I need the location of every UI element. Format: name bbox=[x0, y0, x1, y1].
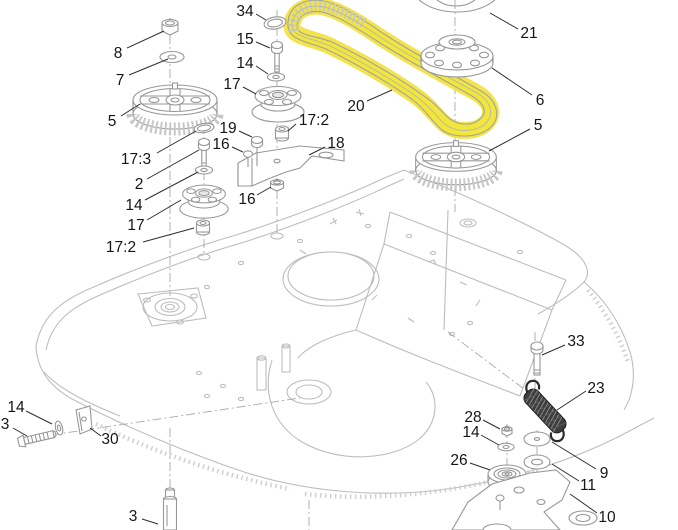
part-18-belt-guide-bracket bbox=[237, 145, 345, 187]
part-30-belt-guide-clip bbox=[75, 405, 93, 435]
callout-14: 14 bbox=[236, 55, 254, 72]
leader-line-5 bbox=[120, 103, 141, 117]
part-17-2-bushing-mid bbox=[274, 125, 290, 142]
callout-23: 23 bbox=[587, 380, 604, 397]
callout-17:2: 17:2 bbox=[299, 112, 329, 129]
callout-19: 19 bbox=[219, 120, 236, 137]
leader-line-17 bbox=[242, 86, 257, 95]
callout-26: 26 bbox=[450, 452, 467, 469]
part-14-washer-mid bbox=[266, 72, 286, 82]
leader-line-14 bbox=[25, 410, 53, 425]
part-28-nut bbox=[501, 425, 513, 437]
leader-line-33 bbox=[541, 344, 566, 356]
callout-5: 5 bbox=[108, 113, 117, 130]
mower-deck-line-art bbox=[35, 169, 655, 499]
callout-20: 20 bbox=[347, 98, 365, 115]
callout-34: 34 bbox=[236, 3, 254, 20]
callout-14: 14 bbox=[125, 197, 143, 214]
leader-line-16 bbox=[256, 186, 272, 196]
callout-6: 6 bbox=[536, 92, 545, 109]
leader-line-19 bbox=[238, 130, 253, 138]
part-15-bolt bbox=[270, 40, 284, 73]
callout-21: 21 bbox=[520, 25, 537, 42]
leader-line-2 bbox=[146, 149, 200, 180]
part-5-timing-pulley-left bbox=[133, 83, 217, 129]
part-9-washer bbox=[523, 431, 551, 447]
leader-line-20 bbox=[366, 89, 393, 102]
callout-5: 5 bbox=[534, 117, 543, 134]
callout-14: 14 bbox=[7, 399, 25, 416]
part-11-spacer-washer bbox=[523, 454, 551, 470]
part-19-bolt bbox=[250, 135, 264, 166]
leader-line-14 bbox=[480, 434, 500, 446]
leader-line-14 bbox=[255, 65, 269, 75]
callout-17:3: 17:3 bbox=[121, 151, 151, 168]
leader-line-8 bbox=[126, 30, 165, 49]
part-2-bolt bbox=[197, 137, 211, 170]
leader-line-26 bbox=[469, 462, 491, 471]
callout-14: 14 bbox=[462, 424, 480, 441]
callout-3: 3 bbox=[1, 416, 10, 433]
part-16-nut bbox=[269, 178, 285, 192]
callout-33: 33 bbox=[567, 333, 584, 350]
leader-line-17:3 bbox=[156, 130, 197, 154]
leader-line-7 bbox=[128, 58, 169, 76]
leader-line-16 bbox=[231, 146, 244, 153]
callout-30: 30 bbox=[101, 431, 119, 448]
leader-line-23 bbox=[556, 390, 587, 411]
callout-18: 18 bbox=[327, 135, 344, 152]
leader-line-17:2 bbox=[142, 227, 195, 243]
part-16-bolt bbox=[242, 150, 254, 167]
leader-line-28 bbox=[482, 419, 501, 430]
leader-line-5 bbox=[488, 128, 531, 152]
callout-16: 16 bbox=[212, 136, 229, 153]
leader-line-15 bbox=[255, 41, 271, 49]
part-17-2-bushing-left bbox=[195, 219, 211, 236]
part-8-nut bbox=[161, 18, 179, 36]
callout-16: 16 bbox=[238, 191, 255, 208]
leader-line-10 bbox=[569, 493, 598, 514]
part-14-washer-right bbox=[497, 442, 515, 452]
leader-line-3 bbox=[12, 427, 28, 437]
leader-line-17:2 bbox=[287, 123, 297, 132]
callout-28: 28 bbox=[464, 409, 481, 426]
part-21-engine-pulley-partial bbox=[418, 0, 496, 13]
callout-8: 8 bbox=[114, 45, 123, 62]
leader-line-6 bbox=[491, 67, 533, 96]
part-14-washer-left bbox=[194, 165, 214, 175]
part-17-spindle-hub-mid bbox=[251, 85, 305, 123]
callout-11: 11 bbox=[580, 477, 596, 494]
leader-line-14 bbox=[144, 171, 199, 201]
leader-line-21 bbox=[489, 12, 519, 30]
leader-line-34 bbox=[255, 13, 267, 21]
callout-3: 3 bbox=[129, 508, 138, 525]
leader-line-17 bbox=[146, 199, 182, 221]
leader-line-9 bbox=[551, 441, 597, 470]
part-23-extension-spring bbox=[523, 379, 567, 443]
part-5-timing-pulley-right bbox=[416, 141, 497, 185]
part-3-bolt-bottom-left bbox=[16, 429, 57, 448]
part-33-bolt bbox=[530, 341, 544, 376]
callout-17: 17 bbox=[127, 217, 144, 234]
leader-line-11 bbox=[551, 463, 580, 482]
callout-10: 10 bbox=[598, 509, 616, 526]
callout-17:2: 17:2 bbox=[106, 239, 136, 256]
part-14-washer-bottom-left bbox=[54, 420, 64, 436]
part-17-spindle-hub-left bbox=[179, 184, 229, 219]
callout-2: 2 bbox=[135, 176, 144, 193]
leader-line-30 bbox=[89, 427, 102, 437]
part-3-shaft-bottom bbox=[162, 487, 178, 530]
part-10-idler-arm bbox=[451, 469, 598, 530]
part-17-3-retaining-ring bbox=[193, 122, 215, 134]
callout-7: 7 bbox=[116, 72, 125, 89]
callout-9: 9 bbox=[600, 465, 609, 482]
part-34-o-ring bbox=[263, 16, 287, 30]
part-6-flanged-hub bbox=[420, 34, 494, 78]
callout-17: 17 bbox=[223, 76, 240, 93]
leader-line-18 bbox=[308, 146, 326, 156]
drive-belt-20-highlighted bbox=[283, 0, 500, 139]
callout-15: 15 bbox=[236, 31, 253, 48]
leader-line-3 bbox=[141, 518, 159, 525]
